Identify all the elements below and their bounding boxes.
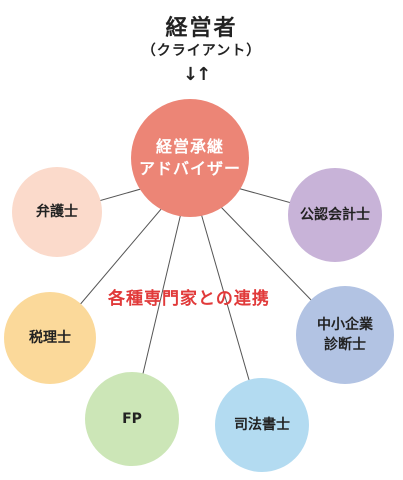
node-tax-accountant-label: 税理士 bbox=[29, 330, 71, 346]
node-sme-consultant: 中小企業 診断士 bbox=[296, 286, 394, 384]
collaboration-caption: 各種専門家との連携 bbox=[108, 289, 270, 309]
node-fp: FP bbox=[85, 372, 179, 466]
node-tax-accountant: 税理士 bbox=[4, 292, 96, 384]
node-judicial-scrivener: 司法書士 bbox=[215, 378, 309, 472]
node-cpa: 公認会計士 bbox=[288, 168, 382, 262]
node-cpa-label: 公認会計士 bbox=[300, 207, 370, 223]
center-node-advisor: 経営承継 アドバイザー bbox=[131, 99, 249, 217]
node-lawyer: 弁護士 bbox=[12, 167, 102, 257]
node-fp-label: FP bbox=[122, 411, 142, 427]
node-sme-consultant-line2: 診断士 bbox=[324, 337, 366, 353]
node-sme-consultant-label: 中小企業 診断士 bbox=[317, 315, 373, 355]
client-title: 経営者 bbox=[165, 16, 238, 41]
center-node-label: 経営承継 アドバイザー bbox=[139, 136, 241, 180]
node-sme-consultant-line1: 中小企業 bbox=[317, 317, 373, 333]
node-lawyer-label: 弁護士 bbox=[36, 204, 78, 220]
center-node-line2: アドバイザー bbox=[138, 159, 241, 178]
two-way-arrow-icon: ↓↑ bbox=[183, 64, 211, 85]
client-subtitle: （クライアント） bbox=[141, 43, 262, 59]
center-node-line1: 経営承継 bbox=[155, 137, 224, 156]
node-judicial-scrivener-label: 司法書士 bbox=[234, 417, 290, 433]
